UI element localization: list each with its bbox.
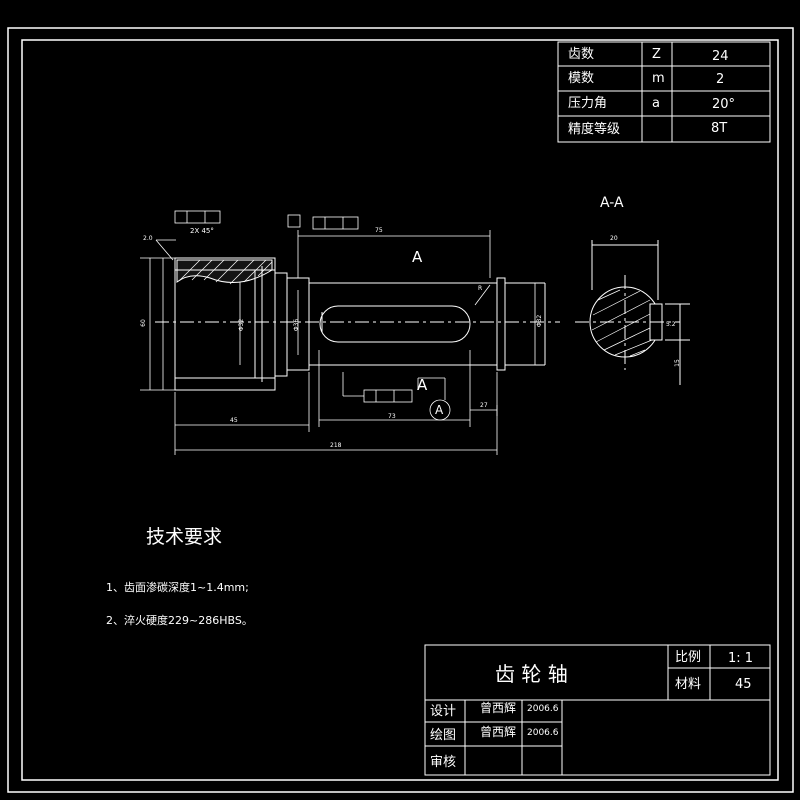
dim-keyway-len: 73 bbox=[388, 413, 396, 420]
draw-date: 2006.6 bbox=[527, 728, 559, 738]
section-title: A-A bbox=[600, 195, 624, 211]
material-label: 材料 bbox=[675, 677, 702, 692]
scale-value: 1: 1 bbox=[728, 651, 754, 666]
keyway-slot bbox=[319, 305, 471, 343]
param-name-module: 模数 bbox=[568, 71, 595, 86]
part-name: 齿 轮 轴 bbox=[495, 662, 568, 686]
title-block-grid bbox=[424, 644, 771, 776]
dim-left-dia: 60 bbox=[139, 319, 147, 327]
param-symbol-teeth: Z bbox=[652, 47, 661, 62]
section-mark-bottom: A bbox=[417, 376, 428, 394]
dim-overall: 218 bbox=[330, 442, 342, 449]
param-value-accuracy: 8T bbox=[711, 121, 728, 136]
section-view bbox=[575, 240, 690, 385]
review-label: 审核 bbox=[430, 755, 457, 770]
dimension-lines bbox=[140, 210, 536, 455]
param-name-teeth: 齿数 bbox=[568, 47, 595, 62]
dim-section-width: 20 bbox=[610, 235, 618, 242]
material-value: 45 bbox=[735, 677, 752, 692]
design-date: 2006.6 bbox=[527, 704, 559, 714]
outer-border bbox=[7, 27, 794, 793]
datum-circle-label: A bbox=[435, 403, 444, 417]
param-symbol-pressure-angle: a bbox=[652, 96, 660, 111]
designer-name: 曾西辉 bbox=[480, 701, 517, 715]
section-mark-top: A bbox=[412, 248, 423, 266]
param-name-accuracy: 精度等级 bbox=[568, 122, 621, 137]
shaft-drawing bbox=[155, 257, 560, 391]
dim-seg-left: 45 bbox=[230, 417, 238, 424]
drafter-name: 曾西辉 bbox=[480, 725, 517, 739]
scale-label: 比例 bbox=[675, 650, 702, 665]
param-name-pressure-angle: 压力角 bbox=[568, 96, 608, 111]
requirement-item-1: 1、齿面渗碳深度1~1.4mm; bbox=[106, 581, 249, 594]
param-symbol-module: m bbox=[652, 71, 665, 86]
requirement-item-2: 2、淬火硬度229~286HBS。 bbox=[106, 614, 253, 627]
param-value-module: 2 bbox=[716, 72, 725, 87]
inner-border bbox=[21, 39, 779, 781]
param-value-teeth: 24 bbox=[712, 49, 729, 64]
dim-top-len: 75 bbox=[375, 227, 383, 234]
chamfer-label: 2X 45° bbox=[190, 227, 214, 235]
dim-dia-right: Φ32 bbox=[536, 314, 544, 328]
design-label: 设计 bbox=[430, 704, 457, 719]
dim-chamfer-small: 2.0 bbox=[143, 235, 153, 242]
gear-hatching bbox=[176, 259, 273, 284]
dim-dia-mid: Φ32 bbox=[238, 318, 246, 332]
dim-seg-right: 27 bbox=[480, 402, 488, 409]
dim-radius: R bbox=[478, 285, 483, 292]
draw-label: 绘图 bbox=[430, 728, 457, 743]
params-table-grid bbox=[557, 41, 771, 143]
datum-circle bbox=[429, 399, 451, 421]
param-value-pressure-angle: 20° bbox=[712, 97, 736, 112]
requirements-title: 技术要求 bbox=[146, 526, 223, 548]
dim-section-vert: 15 bbox=[673, 359, 681, 367]
dim-section-depth: 5.2 bbox=[666, 321, 676, 328]
dim-dia-b: Φ36 bbox=[293, 318, 301, 332]
